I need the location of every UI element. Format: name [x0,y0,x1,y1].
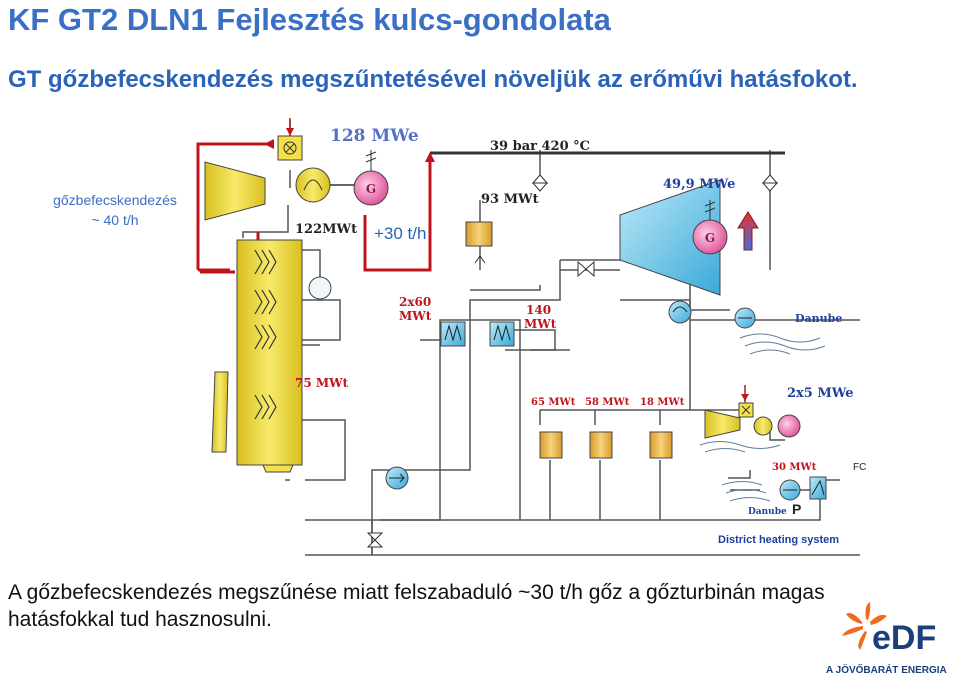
slide-subtitle: GT gőzbefecskendezés megszűntetésével nö… [8,66,858,93]
hrsg-heat-label: 122MWt [295,222,357,237]
heater-65 [539,431,563,459]
fuel-arrow-icon [286,128,294,136]
stack-chimney [211,371,229,453]
svg-text:G: G [705,231,715,245]
small-gt-power-label: 2x5 MWe [787,386,854,401]
edf-tagline: A JÖVŐBARÁT ENERGIA [826,665,947,676]
steam-injection-label-line2: ~ 40 t/h [91,212,139,228]
danube-waves-2 [721,481,771,502]
heater-58 [589,431,613,459]
steam-params-label: 39 bar 420 °C [490,139,590,154]
valve-1-icon [531,174,549,192]
fc-label: FC [853,462,866,473]
danube-label-1: Danube [795,312,842,325]
heat-75-label: 75 MWt [295,376,349,390]
valve-2-icon [761,174,779,192]
gt-power-label: 128 MWe [330,126,419,146]
steam-up-arrow-icon [425,152,435,162]
danube-waves-1 [739,333,826,355]
heat-65-label: 65 MWt [531,397,576,408]
st-power-label: 49,9 MWe [663,177,735,192]
heat-2x60-label-a: 2x60 [399,295,431,309]
steam-turbine [619,179,721,296]
small-turbine-icon [753,416,773,436]
heater-18 [649,431,673,459]
danube-label-2: Danube [748,507,787,517]
heat-exchanger-2 [489,321,515,347]
edf-sun-icon [842,602,887,650]
valve-3-icon [577,260,595,278]
heat-exchanger-1 [440,321,466,347]
injection-arrow-icon [264,139,274,149]
piping [242,120,860,556]
hrsg-column [236,239,303,466]
steam-injection-label: gőzbefecskendezés ~ 40 t/h [40,190,190,230]
plus-steam-label: +30 t/h [374,224,427,243]
slide-title: KF GT2 DLN1 Fejlesztés kulcs-gondolata [8,2,611,37]
edf-logo: eDF [842,602,936,657]
gas-turbine-compressor [204,161,266,221]
heat-30-label: 30 MWt [772,462,817,473]
edf-logo-text: eDF [872,619,936,657]
pump-p-label: P [792,501,801,517]
hrsg-pump-icon [308,276,332,300]
waves-small [699,441,781,453]
power-increase-arrow-icon [737,211,759,251]
district-hx [809,476,827,500]
valve-4-icon [366,532,384,548]
small-generator-icon [777,414,801,438]
condenser-icon [668,300,692,324]
small-fuel-arrow-icon [741,394,749,401]
desuperheater-box [465,221,493,247]
heat-140-label-a: 140 [526,303,551,317]
heat-58-label: 58 MWt [585,397,630,408]
hrsg-coils [254,249,277,420]
district-heating-label: District heating system [718,534,839,546]
small-gas-turbine [704,409,741,439]
heat-140-label-b: MWt [524,317,557,331]
heat-93-label: 93 MWt [481,192,539,207]
heat-2x60-label-b: MWt [399,309,432,323]
gt-turbine-icon [295,167,331,203]
svg-text:G: G [366,182,376,196]
bottom-text: A gőzbefecskendezés megszűnése miatt fel… [8,581,825,631]
heat-18-label: 18 MWt [640,397,685,408]
steam-injection-label-line1: gőzbefecskendezés [53,192,177,208]
